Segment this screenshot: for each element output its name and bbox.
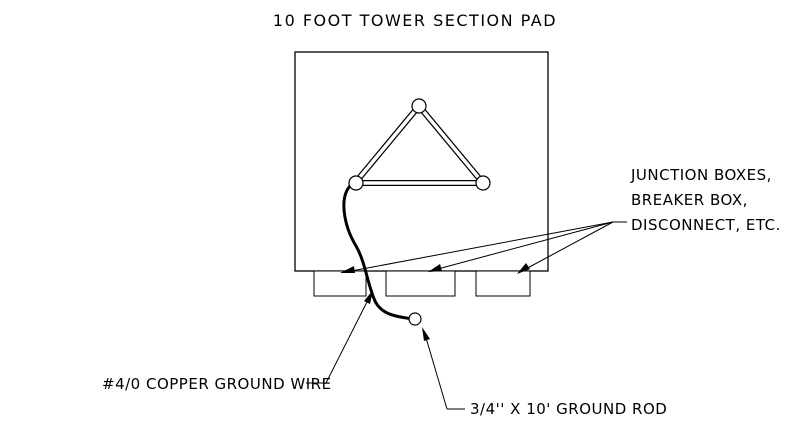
triangle-right-edge-inner: [417, 104, 485, 185]
triangle-left-edge-inner: [353, 104, 421, 185]
arrowhead-junction-right: [517, 263, 530, 274]
arrowhead-ground-rod: [422, 327, 430, 341]
arrowhead-ground-wire: [364, 290, 373, 304]
tower-leg-bottom-right: [475, 175, 491, 191]
junction-box-left: [313, 270, 367, 297]
leader-junction-middle: [433, 221, 614, 271]
ground-rod-leader-diagonal: [423, 330, 448, 410]
diagram-title: 10 FOOT TOWER SECTION PAD: [273, 11, 557, 30]
leader-junction-left: [345, 221, 614, 273]
tower-leg-bottom-left: [348, 175, 364, 191]
junction-label-line1: JUNCTION BOXES,: [630, 166, 772, 184]
ground-rod-label: 3/4'' X 10' GROUND ROD: [470, 400, 667, 418]
leader-junction-right: [521, 221, 614, 272]
junction-leaders: [340, 221, 627, 274]
ground-wire-leader: [306, 290, 373, 384]
arrowhead-junction-left: [340, 266, 355, 273]
copper-ground-wire: [342, 182, 415, 321]
junction-label-line3: DISCONNECT, ETC.: [631, 216, 781, 234]
arrowhead-junction-middle: [428, 264, 442, 272]
junction-box-right: [475, 270, 531, 297]
junction-label-line2: BREAKER BOX,: [631, 191, 748, 209]
junction-box-middle: [385, 270, 456, 297]
tower-legs: [352, 103, 486, 186]
tower-section-pad: [294, 51, 549, 272]
ground-rod: [408, 312, 422, 326]
tower-leg-top: [411, 98, 427, 114]
ground-rod-leader: [422, 327, 465, 410]
ground-wire-leader-diagonal: [325, 293, 372, 384]
ground-wire-label: #4/0 COPPER GROUND WIRE: [102, 375, 332, 393]
